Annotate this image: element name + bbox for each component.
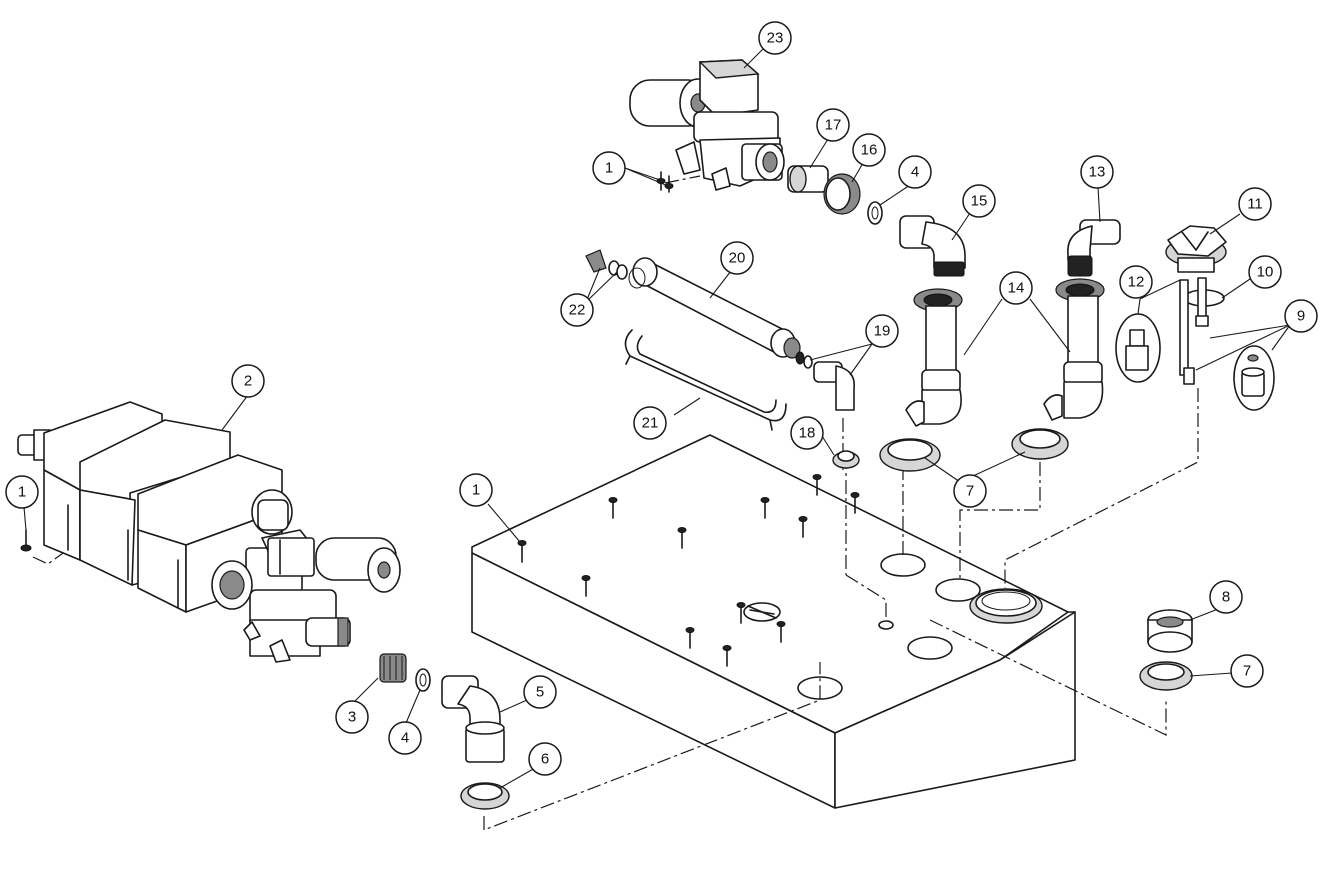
callout-11: 11 [1238,187,1272,221]
callout-9-label: 9 [1297,308,1305,325]
callout-11-label: 11 [1247,196,1263,213]
part-6-grommet [460,782,510,810]
part-7-flange-left [879,438,941,472]
callout-9: 9 [1284,299,1318,333]
callout-6: 6 [528,742,562,776]
callout-1b-label: 1 [18,484,26,501]
part-7-flange-far-right [1139,661,1193,691]
callout-2: 2 [231,364,265,398]
callout-20: 20 [720,241,754,275]
callout-10: 10 [1248,255,1282,289]
part-4-o-ring-upper [867,201,883,225]
callout-7b: 7 [1230,654,1264,688]
part-7-flange-right [1011,428,1069,460]
callout-17-label: 17 [825,117,842,134]
part-14-left-pipe [905,288,963,427]
callout-19: 19 [865,314,899,348]
callout-1a-label: 1 [605,160,613,177]
part-22-fitting [585,249,628,280]
part-15-elbow [899,215,966,277]
callout-14: 14 [999,271,1033,305]
part-9-float [1233,345,1275,411]
part-1-screw-left [20,529,32,552]
part-19-elbow [795,351,855,411]
callout-4b-label: 4 [911,164,919,181]
callout-5: 5 [523,675,557,709]
callout-1b: 1 [5,475,39,509]
callout-23-label: 23 [767,30,784,47]
callout-12: 12 [1119,265,1153,299]
callout-7b-label: 7 [1243,663,1251,680]
part-4-o-ring-lower [415,668,431,692]
pump-assembly [17,401,401,663]
callout-10-label: 10 [1257,264,1274,281]
callout-4a: 4 [388,721,422,755]
part-17-adapter [787,165,829,193]
fill-ring [969,588,1043,624]
callout-18: 18 [790,416,824,450]
part-8-cap [1147,609,1193,653]
sensor-probes [1179,277,1209,385]
callout-22: 22 [560,293,594,327]
callout-7a-label: 7 [966,483,974,500]
callout-1c: 1 [459,473,493,507]
callout-19-label: 19 [874,323,891,340]
callout-13: 13 [1080,155,1114,189]
callout-3-label: 3 [348,709,356,726]
leader-lines [23,47,1291,789]
callout-5-label: 5 [536,684,544,701]
callout-1c-label: 1 [472,482,480,499]
callout-16: 16 [852,133,886,167]
callout-16-label: 16 [861,142,878,159]
callout-21: 21 [633,406,667,440]
part-13-elbow [1067,219,1121,277]
callout-4a-label: 4 [401,730,409,747]
tank-screws [517,474,860,667]
callout-1a: 1 [592,151,626,185]
callout-12-label: 12 [1128,274,1145,291]
callout-8: 8 [1209,580,1243,614]
callout-22-label: 22 [569,302,586,319]
part-18-grommet [832,450,860,469]
callout-13-label: 13 [1089,164,1106,181]
callout-17: 17 [816,108,850,142]
callout-2-label: 2 [244,373,252,390]
callout-8-label: 8 [1222,589,1230,606]
part-12-float [1115,313,1161,383]
part-14-right-pipe [1043,278,1105,421]
callout-15: 15 [962,184,996,218]
part-3-fitting [379,653,407,683]
callout-14-label: 14 [1008,280,1025,297]
tank-vent-cap [743,602,781,622]
pump-outlet-upper [251,489,293,535]
pump-check-valve [211,529,401,663]
callout-18-label: 18 [799,425,816,442]
callout-3: 3 [335,700,369,734]
callout-15-label: 15 [971,193,988,210]
part-11-sensor-cap [1165,225,1227,273]
callout-20-label: 20 [729,250,746,267]
callout-7a: 7 [953,474,987,508]
part-16-nut [823,173,861,215]
part-23-valve [629,59,785,191]
callout-21-label: 21 [642,415,659,432]
callout-4b: 4 [898,155,932,189]
callout-6-label: 6 [541,751,549,768]
part-20-filter-cartridge [628,257,801,359]
part-21-filter-bracket [624,329,787,431]
part-5-elbow [441,675,505,763]
callout-23: 23 [758,21,792,55]
